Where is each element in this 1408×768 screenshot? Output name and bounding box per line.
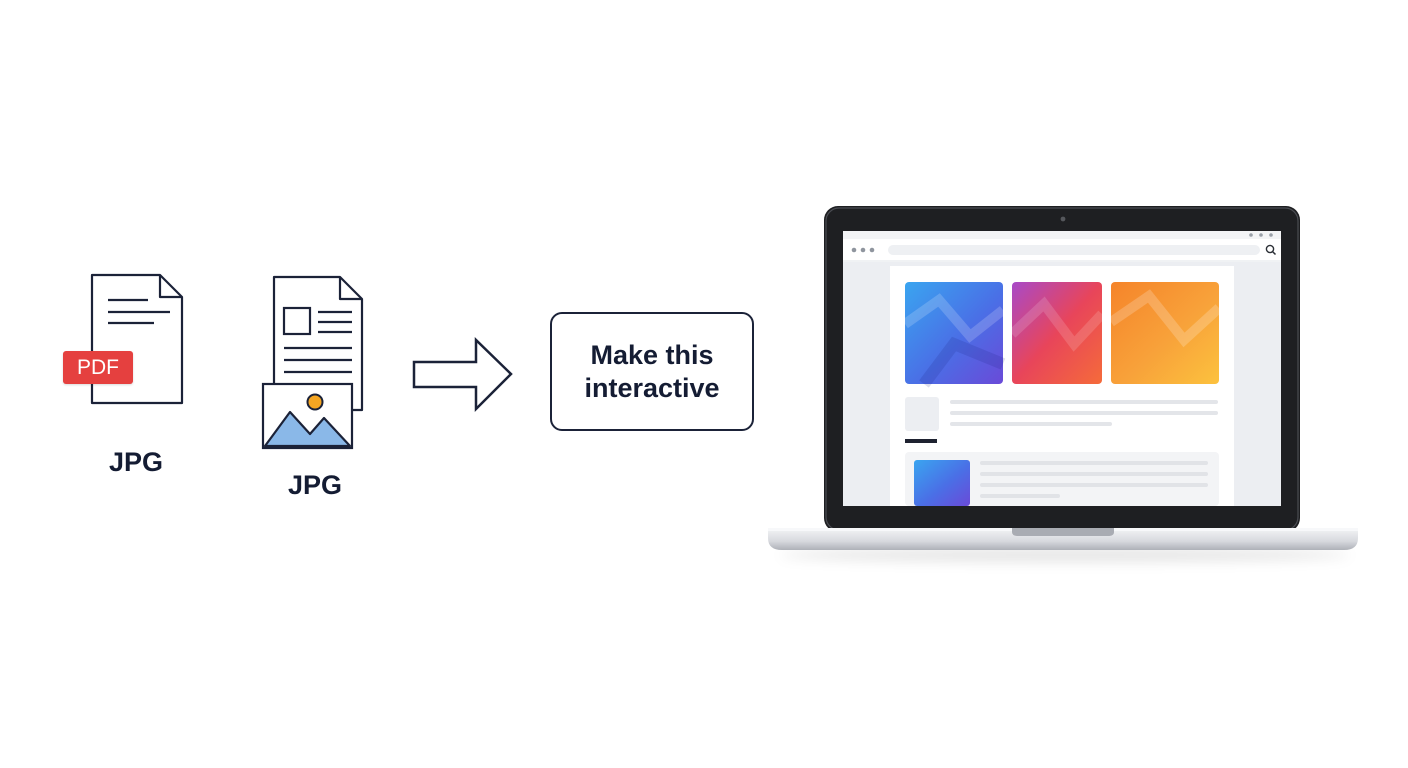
prompt-line-1: Make this — [590, 339, 714, 370]
prompt-line-2: interactive — [584, 372, 720, 403]
pdf-document-icon — [90, 273, 184, 405]
laptop-icon — [768, 206, 1358, 550]
pdf-badge: PDF — [63, 351, 133, 384]
laptop-shadow — [780, 548, 1350, 562]
search-icon — [1265, 244, 1277, 256]
prompt-box: Make this interactive — [550, 312, 754, 431]
right-arrow-icon — [412, 337, 513, 413]
image-doc-label: JPG — [287, 470, 343, 500]
image-document-icon — [261, 275, 364, 450]
pdf-doc-label: JPG — [108, 447, 164, 477]
